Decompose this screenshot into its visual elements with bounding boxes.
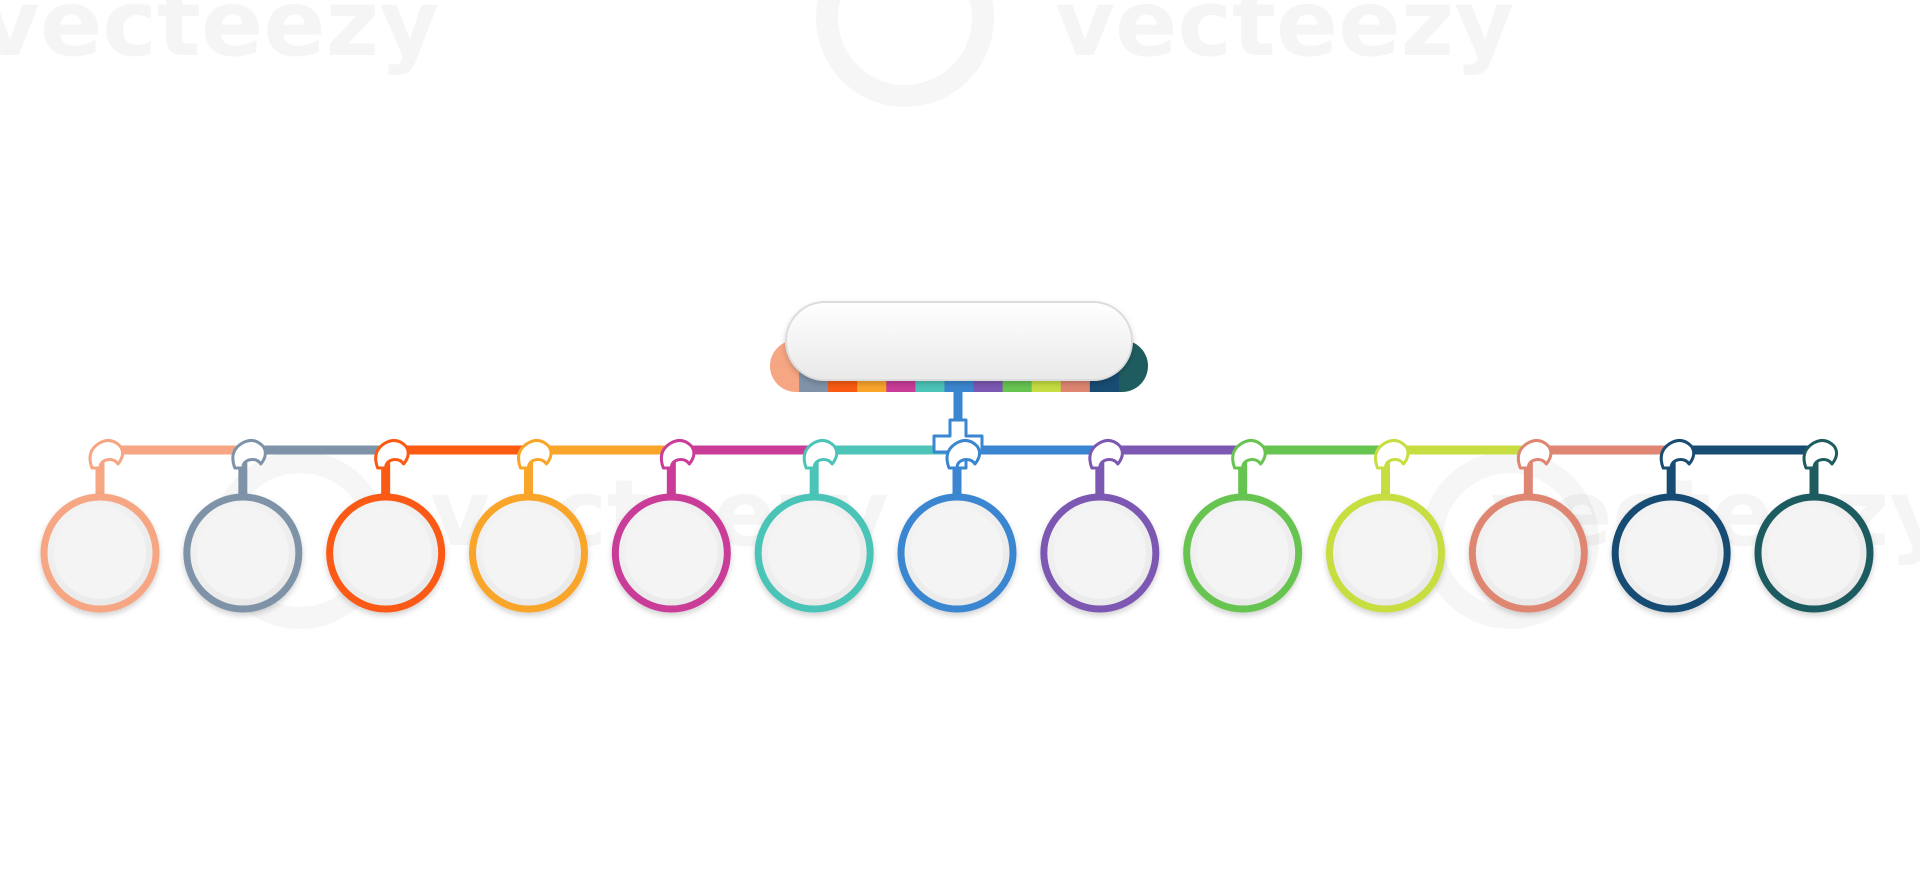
child-circle-inner (54, 507, 146, 599)
child-node (1754, 439, 1874, 613)
watermark-text: vecteezy (0, 0, 439, 77)
child-node (469, 439, 588, 613)
joint-knob-icon (1088, 439, 1124, 470)
joint-knob-icon (1374, 439, 1410, 470)
child-nodes (40, 439, 1874, 613)
child-circle-inner (1482, 507, 1575, 599)
child-node (1183, 439, 1303, 613)
child-circle-inner (1053, 507, 1146, 599)
child-node (611, 439, 731, 613)
child-circle-inner (1339, 507, 1432, 599)
joint-knob-icon (802, 439, 839, 470)
joint-knob-icon (1516, 439, 1553, 470)
joint-knob-icon (517, 439, 553, 470)
connector-lines (95, 390, 1819, 497)
child-node (754, 439, 874, 613)
joint-knob-icon (1231, 439, 1267, 470)
child-node (1040, 439, 1160, 613)
child-circle-inner (339, 507, 432, 599)
child-node (1326, 439, 1445, 613)
watermark-text: vecteezy (1055, 0, 1514, 77)
joint-knob-icon (945, 439, 982, 470)
child-node (897, 439, 1017, 613)
child-node (40, 439, 160, 613)
child-circle-inner (1625, 507, 1718, 599)
child-node (1468, 439, 1588, 613)
joint-knob-icon (1659, 439, 1696, 470)
child-circle-inner (768, 507, 861, 599)
child-circle-inner (1768, 507, 1860, 599)
child-node (183, 439, 303, 613)
joint-knob-icon (231, 439, 267, 470)
child-circle-inner (482, 507, 575, 599)
root-card (785, 301, 1133, 381)
child-circle-inner (1196, 507, 1289, 599)
child-circle-inner (196, 507, 289, 599)
joint-knob-icon (659, 439, 696, 470)
child-circle-inner (911, 507, 1003, 599)
child-node (326, 439, 446, 613)
joint-knob-icon (1802, 439, 1839, 470)
watermark-logo (827, 0, 983, 96)
joint-knob-icon (88, 439, 125, 470)
child-circle-inner (625, 507, 718, 599)
joint-knob-icon (374, 439, 410, 470)
child-node (1611, 439, 1731, 613)
